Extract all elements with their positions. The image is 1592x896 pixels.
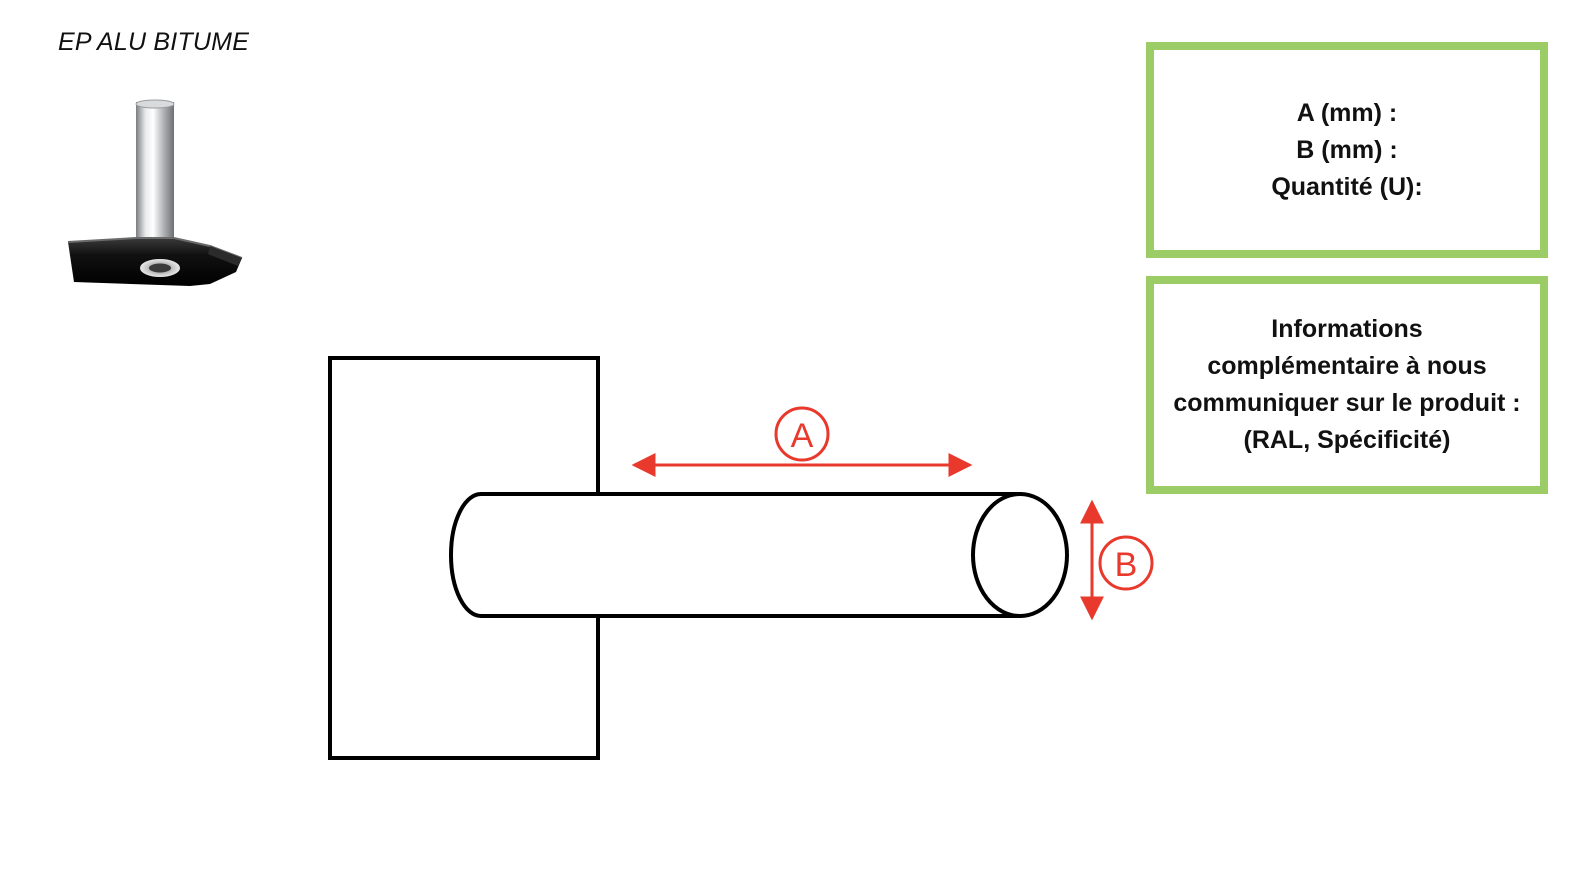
pipe-cylinder [449,492,1069,618]
info-line-1: Informations [1271,315,1423,343]
roof-drain-outlet-photo [67,99,243,286]
info-line-4: (RAL, Spécificité) [1243,426,1451,454]
additional-info-box: Informations complémentaire à nous commu… [1146,276,1548,494]
dimension-a-circle [774,406,830,462]
dimension-b-label: B [1115,546,1138,584]
dimension-a-label: A [791,417,814,455]
dimension-a-field-label: A (mm) : [1296,98,1398,127]
dimension-b-field-label: B (mm) : [1296,135,1398,164]
info-line-2: complémentaire à nous [1207,352,1487,380]
dimension-b-circle [1098,535,1154,591]
quantity-field-label: Quantité (U): [1271,172,1423,201]
product-title: EP ALU BITUME [58,28,250,56]
dimensions-box: A (mm) : B (mm) : Quantité (U): [1146,42,1548,258]
info-line-3: communiquer sur le produit : [1173,389,1521,417]
